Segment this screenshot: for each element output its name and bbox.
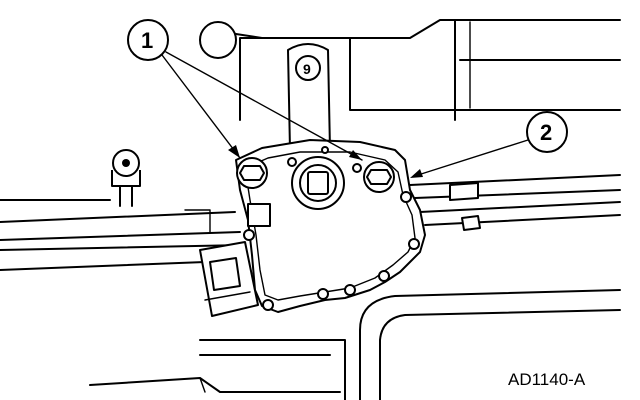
svg-text:9: 9 (303, 61, 311, 77)
callout-2-label: 2 (540, 120, 552, 145)
background-housing: 9 (0, 19, 621, 400)
callout-2: 2 (410, 111, 568, 178)
callout-1: 1 (127, 19, 363, 161)
callout-1-label: 1 (141, 28, 153, 53)
range-sensor-body (235, 139, 426, 313)
electrical-connector (199, 241, 259, 317)
figure-reference-code: AD1140-A (508, 370, 586, 389)
